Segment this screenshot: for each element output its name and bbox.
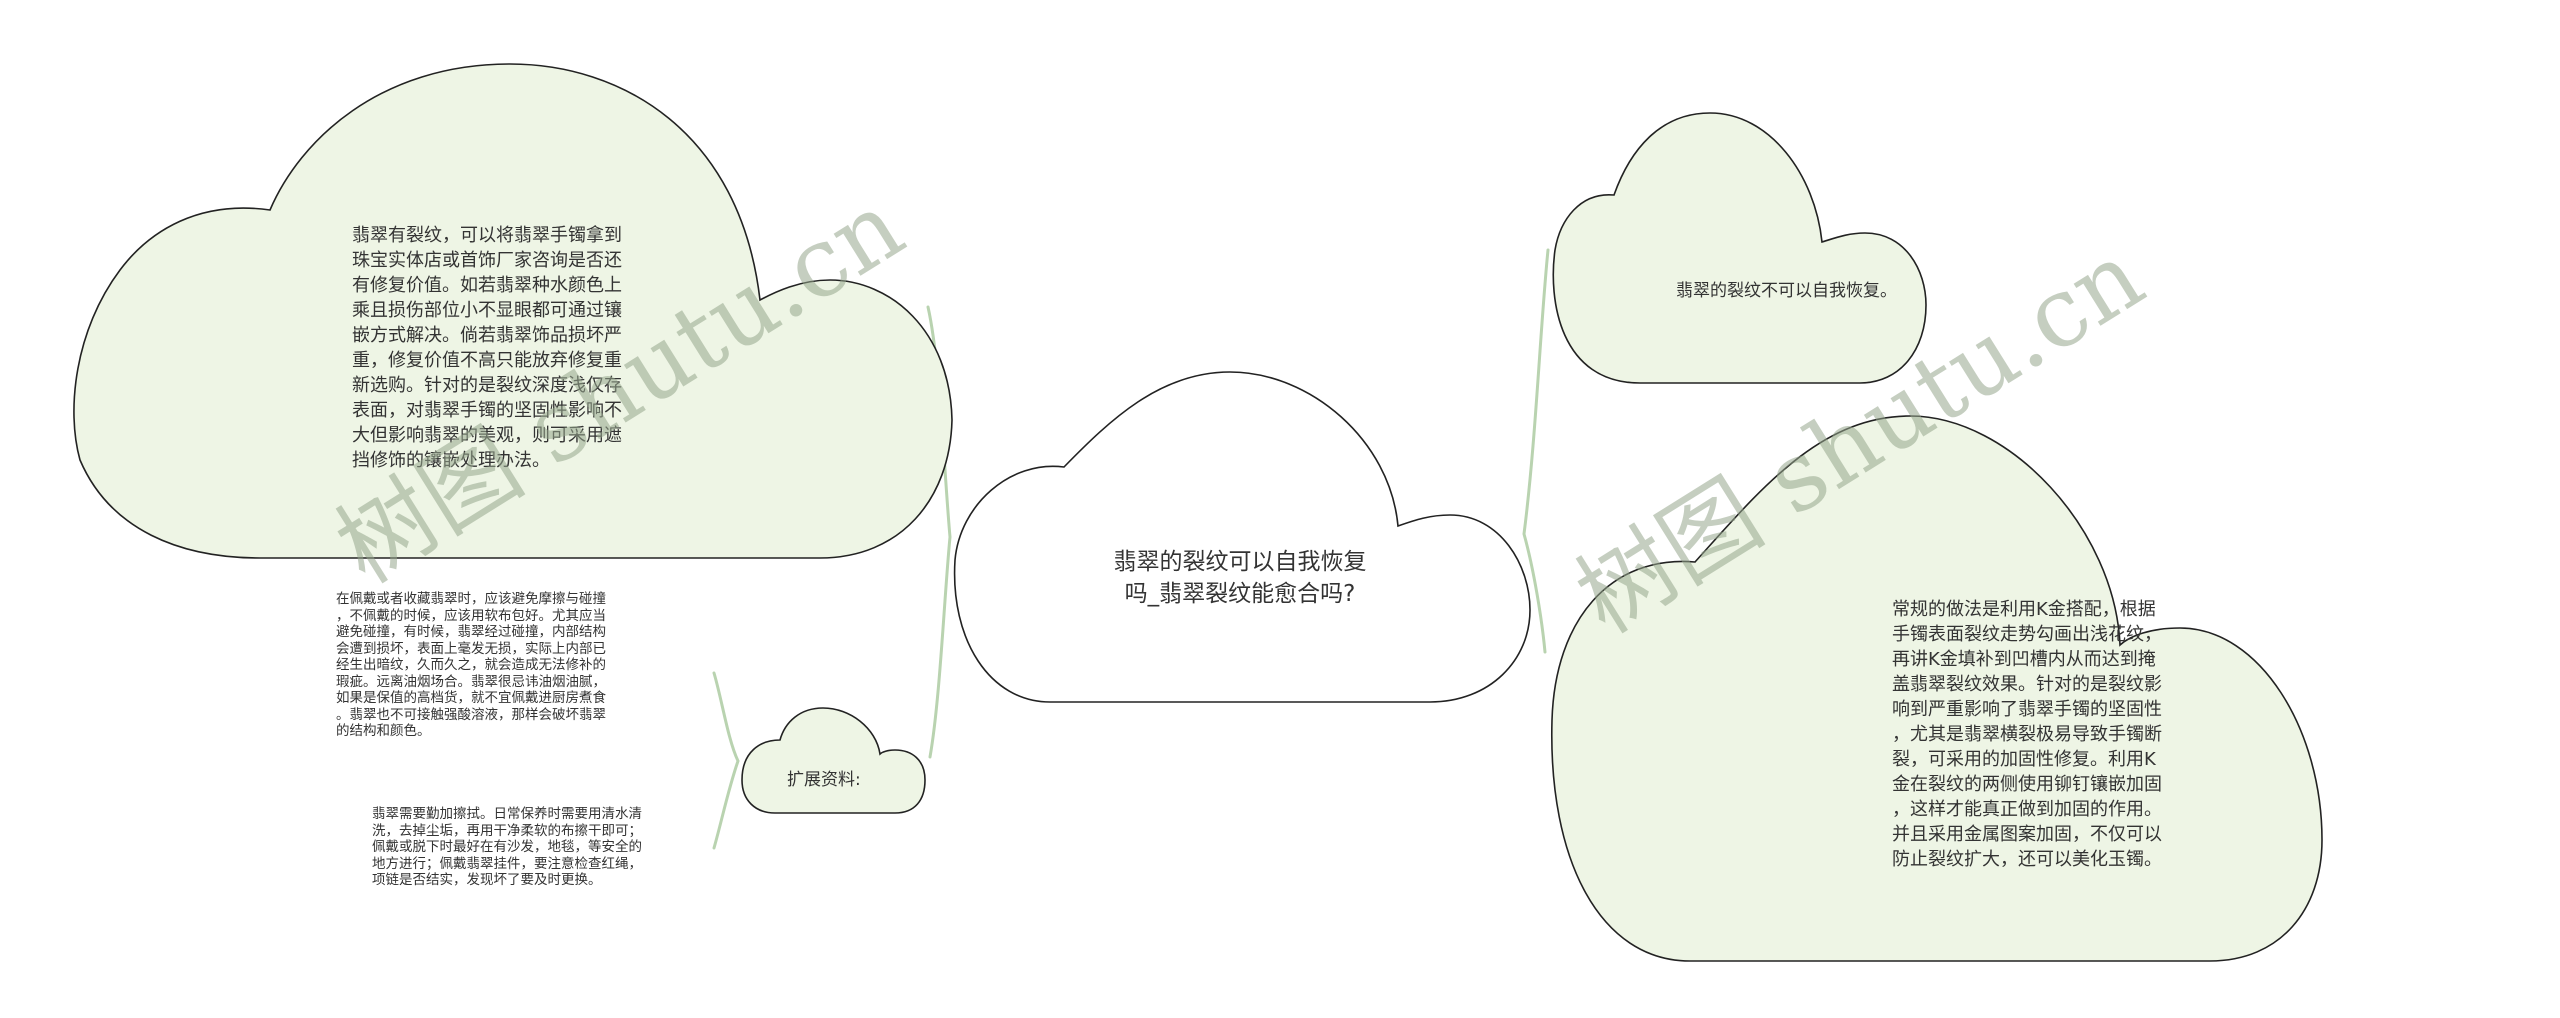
connector-expansion-brace bbox=[712, 671, 740, 850]
expansion-child-text-1: 在佩戴或者收藏翡翠时，应该避免摩擦与碰撞 ，不佩戴的时候，应该用软布包好。尤其应… bbox=[336, 591, 606, 739]
expansion-node-label: 扩展资料: bbox=[787, 770, 861, 790]
root-node-title-line2: 吗_翡翠裂纹能愈合吗? bbox=[1124, 581, 1356, 607]
node-cloud-left-main[interactable] bbox=[73, 63, 953, 559]
right-top-node-text: 翡翠的裂纹不可以自我恢复。 bbox=[1676, 281, 1897, 301]
node-cloud-right-top[interactable] bbox=[1552, 112, 1927, 384]
node-cloud-right-bottom[interactable] bbox=[1551, 415, 2323, 962]
left-main-node-text: 翡翠有裂纹，可以将翡翠手镯拿到 珠宝实体店或首饰厂家咨询是否还 有修复价值。如若… bbox=[352, 225, 622, 471]
connector-right-brace bbox=[1522, 248, 1550, 654]
node-cloud-root[interactable] bbox=[953, 371, 1531, 703]
expansion-child-text-2: 翡翠需要勤加擦拭。日常保养时需要用清水清 洗，去掉尘垢，再用干净柔软的布擦干即可… bbox=[372, 806, 642, 888]
root-node-title-line1: 翡翠的裂纹可以自我恢复 bbox=[1113, 549, 1367, 575]
node-cloud-expansion[interactable] bbox=[741, 707, 926, 814]
right-bottom-node-text: 常规的做法是利用K金搭配，根据 手镯表面裂纹走势勾画出浅花纹， 再讲K金填补到凹… bbox=[1892, 599, 2162, 870]
